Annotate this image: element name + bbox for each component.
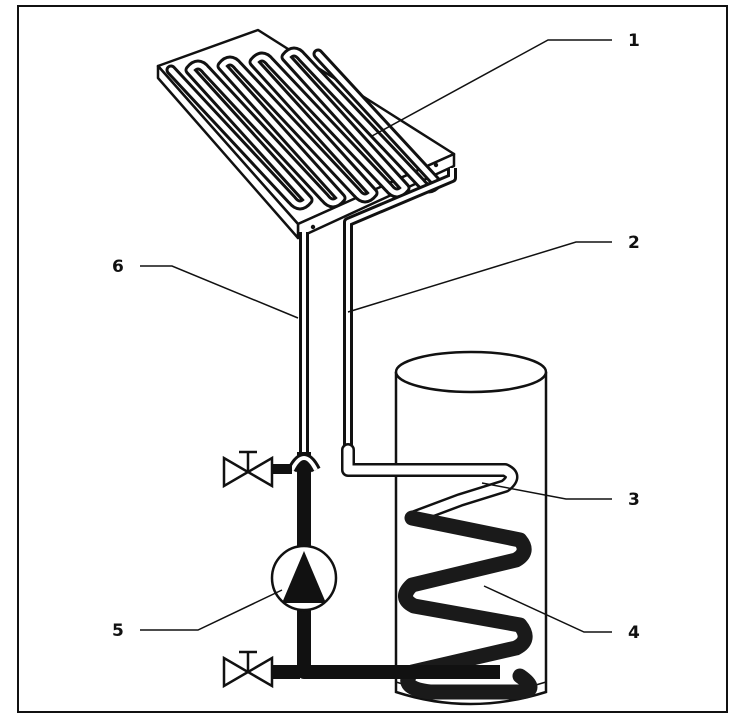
- tank-inlet-pipe: [341, 443, 519, 525]
- diagram-frame: [17, 5, 728, 713]
- callout-label-4: 4: [628, 623, 640, 643]
- lower-valve: [222, 650, 300, 689]
- callout-label-5: 5: [112, 621, 124, 641]
- collector-flow-pipe: [343, 168, 457, 450]
- circulation-pump: [270, 480, 338, 672]
- callout-leaders: [140, 39, 612, 633]
- callout-label-6: 6: [112, 257, 124, 277]
- solar-collector: [156, 28, 456, 240]
- callout-label-3: 3: [628, 490, 640, 510]
- heat-exchanger-coil: [398, 510, 538, 700]
- callout-label-1: 1: [628, 31, 640, 51]
- pump-arrow-icon: [282, 551, 326, 603]
- callout-label-2: 2: [628, 233, 640, 253]
- upper-valve: [222, 450, 292, 489]
